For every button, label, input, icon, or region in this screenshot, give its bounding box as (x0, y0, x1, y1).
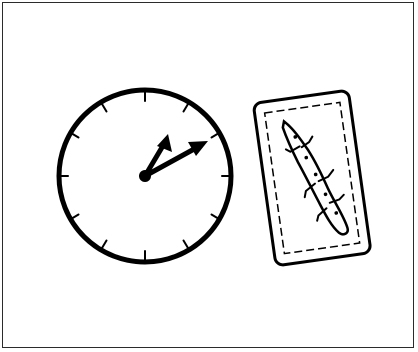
clock-icon (59, 90, 231, 262)
lizard-card-icon (253, 90, 371, 266)
